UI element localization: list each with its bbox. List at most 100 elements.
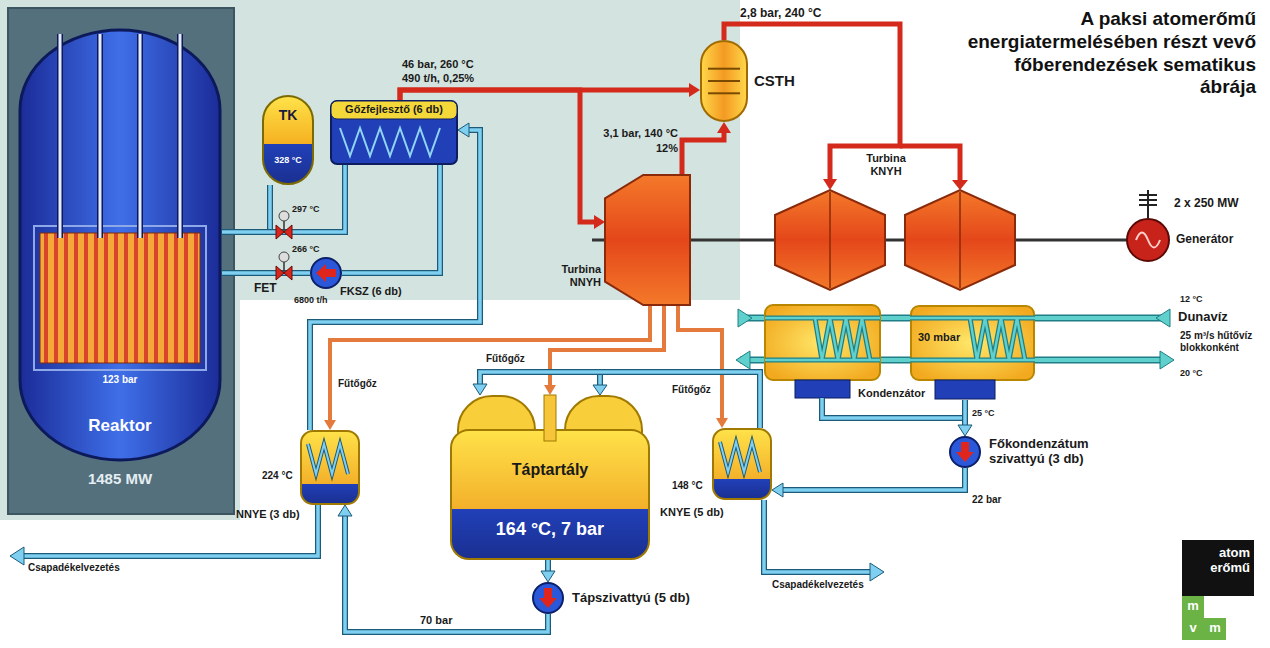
cooling-water-pipe [1156, 309, 1170, 327]
hotwell-pipe [822, 398, 965, 418]
value-label: 490 t/h, 0,25% [402, 72, 474, 85]
cooling-water-pipe [1160, 351, 1174, 369]
reactor-vessel-outline [40, 233, 200, 363]
reactor-vessel-outline [179, 34, 182, 238]
steam-branch [900, 146, 960, 182]
pipe-connector [594, 215, 605, 229]
valve [279, 211, 289, 221]
condenser [765, 318, 880, 360]
pipe-connector [823, 179, 837, 190]
lp-turbine-outline [829, 192, 831, 288]
value-label: 148 °C [672, 480, 703, 492]
condenser-outline [910, 318, 1035, 360]
node-text: Turbina NNYH [541, 263, 601, 289]
pressurizer: TK328 °C [262, 95, 314, 185]
node-text: KNYE (5 db) [660, 506, 724, 519]
grid-symbol [1139, 190, 1157, 218]
pipe-connector [689, 83, 700, 97]
value-label: 70 bar [420, 614, 452, 627]
node-text: Kondenzátor [858, 387, 925, 400]
pipe-connector [342, 165, 440, 273]
heat-exchanger-outline [720, 442, 760, 472]
pipe-connector [473, 384, 487, 395]
node-text: 123 bar [18, 374, 222, 386]
heat-exchanger: KNYE (5 db) [712, 428, 772, 500]
condenser [795, 380, 850, 398]
pipe-connector [310, 130, 480, 430]
pump-symbol-outline [316, 264, 336, 282]
steam-generator-outline [340, 128, 440, 156]
pipe-connector [342, 165, 440, 273]
value-label: 3,1 bar, 140 °C [588, 127, 678, 140]
lp-turbine: Turbina KNYH [775, 190, 885, 290]
hotwell-pipe [822, 398, 965, 418]
pipe-connector [958, 425, 972, 436]
value-label: 12% [588, 142, 678, 155]
drain-pipe [10, 547, 24, 565]
pump-symbol-outline [310, 257, 342, 289]
heat-exchanger-outline [308, 444, 348, 474]
cooling-water-pipe [738, 309, 752, 327]
generator-symbol-outline [1136, 233, 1160, 248]
pipe-connector [550, 305, 664, 388]
pump-symbol: FKSZ (6 db) [310, 257, 342, 289]
pipe-connector [310, 130, 480, 430]
condenser [765, 305, 880, 380]
logo [1182, 540, 1254, 596]
hp-turbine: Turbina NNYH [605, 175, 690, 305]
node-text: Turbina KNYH [859, 152, 913, 178]
pressurizer-pipe [268, 185, 272, 232]
cooling-water-pipe [736, 351, 750, 369]
valve [276, 266, 292, 280]
pipe-connector [678, 305, 722, 421]
pipe-connector [958, 400, 972, 436]
pump-symbol-outline [539, 588, 557, 608]
generator-symbol: Generátor [1126, 218, 1170, 262]
value-label: 46 bar, 260 °C [402, 58, 474, 71]
containment-area [8, 8, 234, 514]
diagram-title: A paksi atomerőmű energiatermelésében ré… [964, 8, 1256, 99]
pressurizer-pipe [270, 185, 271, 232]
value-label: FET [254, 281, 277, 295]
pipe-connector [541, 571, 555, 582]
steam-generator-outline [331, 101, 457, 119]
pipe-connector [780, 468, 965, 490]
pipe-connector [962, 400, 968, 428]
valve [283, 262, 285, 273]
reactor-vessel-outline [99, 34, 102, 238]
value-label: v [1182, 620, 1204, 635]
pipe-connector [717, 122, 731, 133]
pump-symbol-outline [311, 258, 341, 288]
pipe-connector [324, 420, 336, 430]
heat-exchanger-outline [301, 431, 359, 504]
node-text: Gőzfejlesztő (6 db) [330, 103, 458, 116]
value-label: 20 °C [1180, 368, 1203, 379]
node-text: 30 mbar [918, 331, 960, 344]
pipe-connector [544, 385, 556, 395]
lp-turbine [905, 190, 1015, 290]
logo [1204, 618, 1226, 640]
grid-symbol [1139, 194, 1157, 196]
reheater-outline [708, 80, 740, 82]
pipe-connector [678, 305, 728, 428]
pump-symbol-outline [533, 583, 563, 613]
pipe-connector [222, 273, 310, 274]
steam-branch [952, 180, 968, 190]
value-label: Csapadékelvezetés [772, 579, 864, 591]
node-text: 164 °C, 7 bar [450, 519, 650, 540]
pipe-connector [458, 123, 469, 137]
pump-symbol-outline [956, 442, 974, 462]
pump-symbol: Főkondenzátum szivattyú (3 db) [949, 436, 981, 468]
feedwater-tank-outline [451, 430, 649, 559]
hotwell-pipe [822, 398, 965, 418]
reheater-outline [701, 41, 747, 121]
value-label: 22 bar [972, 494, 1001, 506]
grid-symbol [1139, 199, 1157, 201]
pressurizer-pipe [267, 185, 273, 232]
logo [1182, 596, 1204, 618]
logo [1182, 618, 1204, 640]
condenser [765, 305, 880, 398]
steam-branch [900, 146, 968, 190]
value-label: 6800 t/h [294, 295, 328, 306]
drain-pipe [10, 500, 884, 581]
